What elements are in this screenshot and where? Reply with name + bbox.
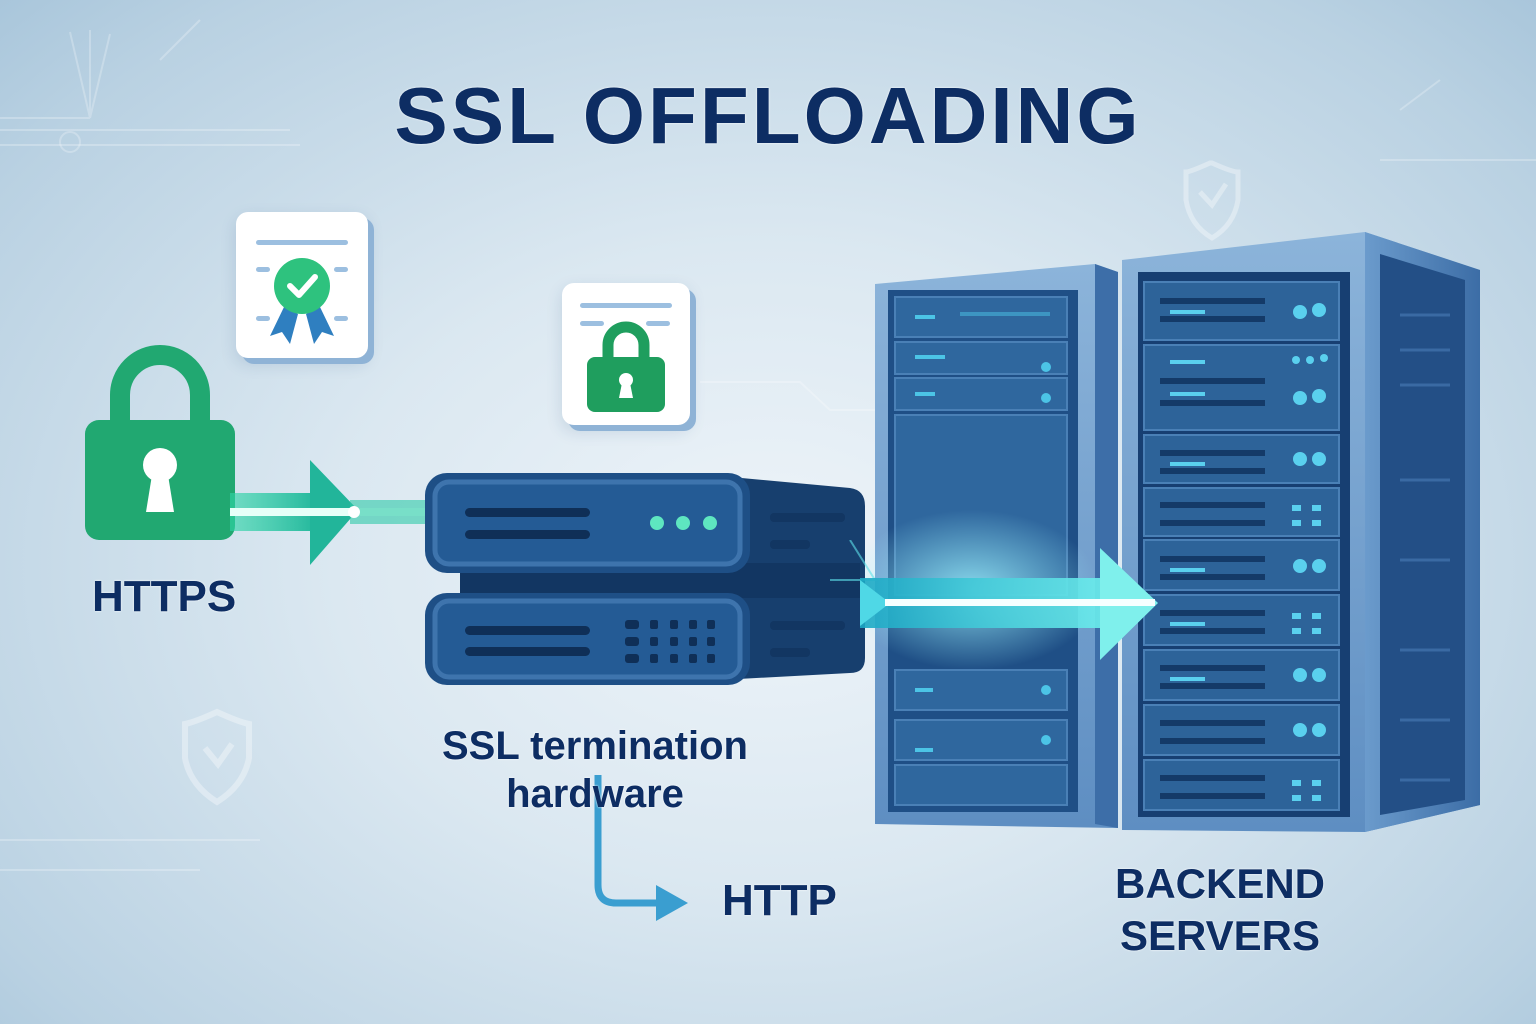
https-label: HTTPS: [92, 572, 237, 621]
ssl-termination-appliance: [425, 473, 865, 685]
backend-arrow: [830, 540, 1158, 660]
ssl-termination-label-line2: hardware: [506, 772, 684, 816]
ssl-termination-label: SSL termination hardware: [395, 722, 795, 818]
padlock-icon: [85, 345, 235, 540]
http-label: HTTP: [722, 876, 837, 925]
ssl-termination-label-line1: SSL termination: [442, 724, 748, 768]
locked-document-card: [562, 283, 690, 425]
backend-label-line2: SERVERS: [1120, 912, 1320, 959]
http-arrow: [594, 775, 688, 921]
server-rack: [860, 232, 1480, 832]
certificate-badge-icon: [256, 240, 348, 344]
https-arrow: [230, 460, 430, 565]
certificate-card: [236, 212, 368, 358]
backend-servers-label: BACKEND SERVERS: [1080, 858, 1360, 962]
backend-label-line1: BACKEND: [1115, 860, 1325, 907]
locked-document-icon: [580, 303, 672, 412]
page-title: SSL OFFLOADING: [394, 71, 1142, 160]
